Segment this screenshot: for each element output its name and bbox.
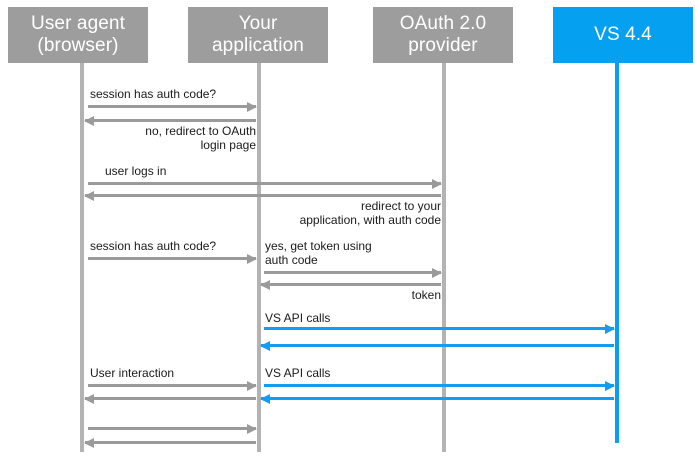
arrowhead-left-icon [84,437,94,448]
message-line [264,327,614,330]
participant-app[interactable]: Your application [188,7,328,63]
arrowhead-left-icon [84,393,94,404]
message-line [264,384,614,387]
arrowhead-right-icon [247,253,257,264]
message-line [85,119,256,122]
message-line [264,271,441,274]
arrowhead-right-icon [432,178,442,189]
message-label: user logs in [105,164,167,178]
message-label: session has auth code? [90,239,217,253]
lifeline-browser [80,63,84,452]
participant-label: User agent (browser) [31,13,125,56]
arrowhead-left-icon [84,115,94,126]
message-label: User interaction [90,366,175,380]
message-label: no, redirect to OAuth login page [145,124,256,152]
message-label: token [411,288,441,302]
participant-browser[interactable]: User agent (browser) [8,7,148,63]
message-line [85,441,256,444]
arrowhead-left-icon [84,190,94,201]
message-label: VS API calls [265,311,331,325]
arrowhead-right-icon [247,423,257,434]
participant-oauth[interactable]: OAuth 2.0 provider [373,7,513,63]
participant-label: OAuth 2.0 provider [399,13,487,56]
message-label: VS API calls [265,366,331,380]
lifeline-vs [615,63,619,443]
message-label: yes, get token using auth code [265,239,372,267]
message-label: redirect to your application, with auth … [299,199,441,227]
message-line [261,397,614,400]
lifeline-oauth [442,63,446,452]
arrowhead-right-icon [247,380,257,391]
arrowhead-right-icon [432,267,442,278]
arrowhead-right-icon [605,380,615,391]
message-label: session has auth code? [90,87,217,101]
message-line [88,384,256,387]
arrowhead-left-icon [260,279,270,290]
participant-label: VS 4.4 [594,24,652,45]
arrowhead-right-icon [247,101,257,112]
arrowhead-left-icon [260,393,270,404]
message-line [88,427,256,430]
message-line [85,194,441,197]
message-line [261,283,441,286]
arrowhead-right-icon [605,323,615,334]
message-line [88,257,256,260]
message-line [88,105,256,108]
lifeline-app [257,63,261,452]
participant-vs[interactable]: VS 4.4 [553,7,693,63]
message-line [261,344,614,347]
message-line [88,182,441,185]
message-line [85,397,256,400]
participant-label: Your application [212,13,304,56]
arrowhead-left-icon [260,340,270,351]
